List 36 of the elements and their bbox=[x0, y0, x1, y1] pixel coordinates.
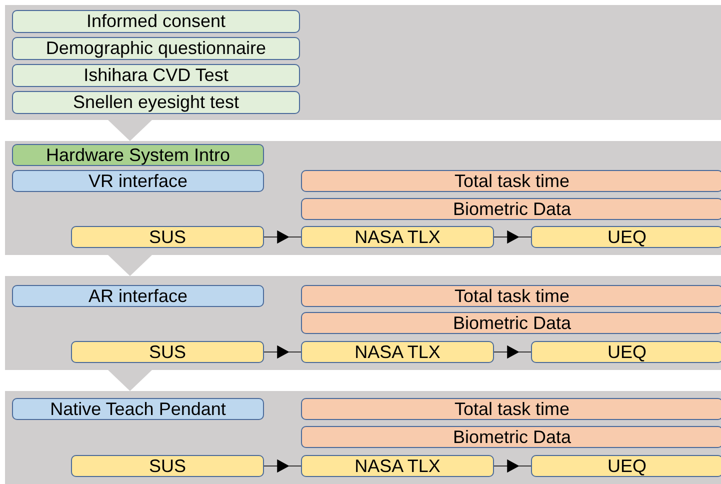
step-box: Informed consent bbox=[12, 10, 300, 33]
questionnaire-box: SUS bbox=[71, 226, 264, 248]
chevron-arrow bbox=[108, 370, 152, 391]
questionnaire-box: NASA TLX bbox=[301, 226, 494, 248]
questionnaire-box: SUS bbox=[71, 341, 264, 363]
arrow bbox=[494, 346, 532, 358]
measure-box: Biometric Data bbox=[301, 198, 721, 220]
chevron-arrow bbox=[108, 255, 152, 276]
step-box: Ishihara CVD Test bbox=[12, 64, 300, 87]
arrow bbox=[494, 230, 532, 244]
arrow bbox=[264, 460, 302, 472]
measure-box: Total task time bbox=[301, 285, 721, 307]
interface-box: Native Teach Pendant bbox=[12, 398, 264, 420]
questionnaire-box: NASA TLX bbox=[301, 341, 494, 363]
arrow bbox=[264, 230, 302, 244]
measure-box: Biometric Data bbox=[301, 426, 721, 448]
questionnaire-box: NASA TLX bbox=[301, 455, 494, 477]
questionnaire-box: UEQ bbox=[531, 341, 721, 363]
measure-box: Total task time bbox=[301, 398, 721, 420]
step-box: Demographic questionnaire bbox=[12, 37, 300, 60]
interface-box: AR interface bbox=[12, 285, 264, 307]
interface-box: VR interface bbox=[12, 170, 264, 192]
questionnaire-box: SUS bbox=[71, 455, 264, 477]
arrow bbox=[264, 346, 302, 358]
measure-box: Biometric Data bbox=[301, 312, 721, 334]
session-band bbox=[5, 5, 721, 120]
session-band bbox=[5, 276, 721, 370]
session-band bbox=[5, 391, 721, 484]
questionnaire-box: UEQ bbox=[531, 455, 721, 477]
step-box: Snellen eyesight test bbox=[12, 91, 300, 114]
step-box: Hardware System Intro bbox=[12, 144, 264, 166]
session-band bbox=[5, 141, 721, 255]
measure-box: Total task time bbox=[301, 170, 721, 192]
questionnaire-box: UEQ bbox=[531, 226, 721, 248]
arrow bbox=[494, 460, 532, 472]
chevron-arrow bbox=[108, 120, 152, 141]
